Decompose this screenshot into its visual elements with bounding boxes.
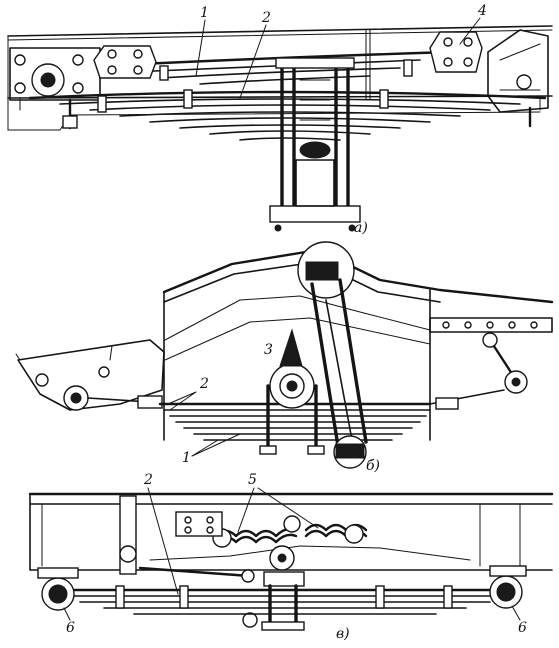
view-b-frame-top (162, 248, 554, 304)
view-a-callout-1: 1 (200, 5, 209, 21)
view-c-callout-2: 2 (143, 472, 153, 488)
view-b-axle (259, 328, 325, 455)
view-c-callout-5: 5 (248, 472, 257, 488)
view-c-callout-6-right: 6 (518, 620, 527, 636)
view-c-spring-end-right (489, 565, 527, 609)
view-a-callout-2: 2 (261, 10, 271, 26)
view-a-left-bracket (9, 47, 101, 130)
view-c-caption: в) (336, 626, 350, 642)
view-a-frame-top-edge (7, 25, 553, 37)
view-a-caption: а) (354, 220, 368, 236)
view-c-link-rod (138, 566, 252, 578)
view-c-spring-end-left (37, 567, 79, 611)
view-b-caption: б) (366, 458, 380, 474)
view-c: 2 5 6 6 в) (28, 472, 554, 642)
view-b-callout-3: 3 (264, 342, 273, 358)
view-a-hanger-right (429, 31, 483, 73)
view-b-left-arm (15, 339, 165, 411)
view-a-spring-clamps (97, 59, 413, 113)
view-a-callout-4: 4 (477, 3, 487, 19)
view-c-coil-springs (212, 515, 368, 548)
view-b-callout-1: 1 (182, 450, 191, 466)
view-b: 3 2 1 б) (15, 241, 554, 474)
view-c-axle-hub (242, 545, 305, 631)
view-c-leaf-spring (48, 585, 522, 615)
view-b-leaf-spring (158, 402, 432, 441)
view-a-hanger-left (93, 45, 157, 79)
view-a-axle-seat (269, 57, 361, 232)
view-a-leaf-spring-main (19, 90, 547, 141)
view-c-callout-6-left: 6 (66, 620, 75, 636)
view-a-right-bracket (487, 29, 549, 128)
view-c-upper-plate (175, 511, 223, 537)
view-a: 1 2 4 а) (7, 3, 553, 236)
view-c-left-bracket (119, 495, 137, 575)
view-b-shock-absorber (297, 241, 368, 469)
view-b-callout-2: 2 (199, 376, 209, 392)
view-b-right-arm (429, 317, 553, 410)
